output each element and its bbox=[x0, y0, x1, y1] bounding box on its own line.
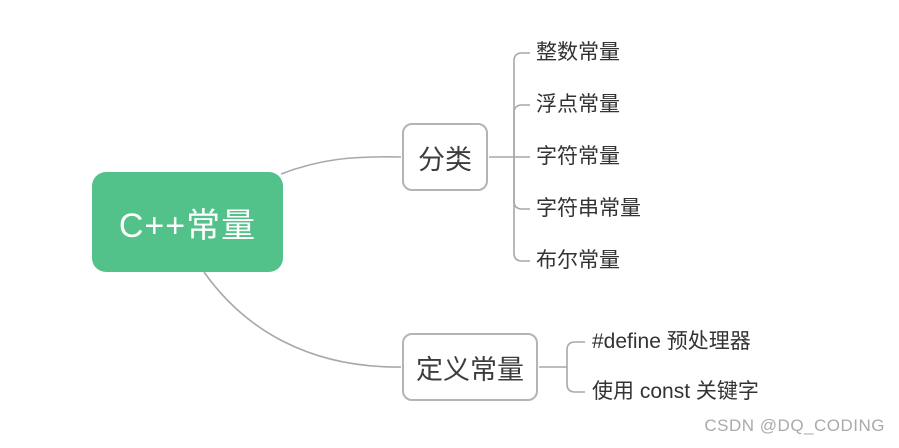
connector-classification-child-1 bbox=[513, 52, 530, 157]
connector-root-to-define bbox=[203, 271, 402, 368]
leaf-node-string-constant[interactable]: 字符串常量 bbox=[536, 197, 641, 220]
connector-root-to-classification bbox=[280, 156, 402, 175]
watermark-text: CSDN @DQ_CODING bbox=[704, 416, 885, 435]
connector-define-child-1 bbox=[566, 341, 585, 367]
connector-classification-child-2 bbox=[513, 104, 530, 157]
root-node-label: C++常量 bbox=[118, 206, 257, 245]
root-node-cpp-constants[interactable]: C++常量 bbox=[92, 172, 283, 272]
connector-define-child-2 bbox=[566, 367, 585, 393]
leaf-node-const-keyword[interactable]: 使用 const 关键字 bbox=[592, 380, 759, 403]
leaf-node-float-constant[interactable]: 浮点常量 bbox=[536, 93, 620, 116]
branch-node-label: 分类 bbox=[418, 144, 472, 175]
leaf-node-integer-constant[interactable]: 整数常量 bbox=[536, 41, 620, 64]
leaf-node-char-constant[interactable]: 字符常量 bbox=[536, 145, 620, 168]
connector-classification-child-4 bbox=[513, 157, 530, 210]
connector-classification-child-5 bbox=[513, 157, 530, 262]
branch-node-define-constants[interactable]: 定义常量 bbox=[402, 333, 538, 401]
leaf-node-bool-constant[interactable]: 布尔常量 bbox=[536, 249, 620, 272]
branch-node-classification[interactable]: 分类 bbox=[402, 123, 488, 191]
leaf-node-define-preprocessor[interactable]: #define 预处理器 bbox=[592, 330, 751, 353]
branch-node-label: 定义常量 bbox=[416, 354, 524, 385]
